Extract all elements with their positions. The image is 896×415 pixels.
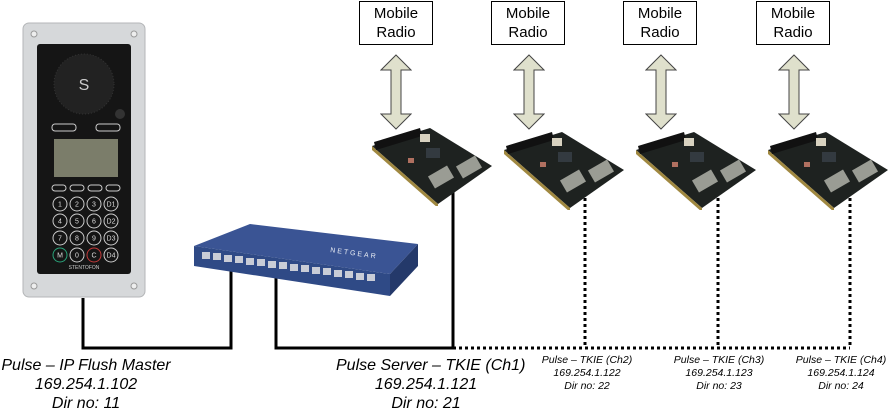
intercom-label: Pulse – IP Flush Master 169.254.1.102 Di… (0, 356, 172, 413)
device-ip: 169.254.1.102 (34, 376, 138, 393)
keypad-key-label: D3 (107, 236, 116, 243)
mobile-radio-label: Radio (508, 24, 548, 41)
keypad-key (86, 230, 102, 246)
tkie3-label: Pulse – TKIE (Ch3) 169.254.1.123 Dir no:… (664, 354, 774, 393)
device-dir: Dir no: 21 (391, 395, 461, 412)
intercom-device-icon: S 1 2 3 D1 4 5 6 D2 7 8 9 D3M 0 C D4 STENTOFON (22, 22, 146, 298)
keypad-key-label: D4 (107, 253, 116, 260)
tkie1-label: Pulse Server – TKIE (Ch1) 169.254.1.121 … (336, 356, 526, 413)
keypad-key (69, 247, 85, 263)
keypad-key (52, 247, 68, 263)
intercom-brand: STENTOFON (69, 265, 100, 271)
keypad-key-label: 4 (58, 219, 62, 226)
keypad-key-label: 7 (58, 236, 62, 243)
keypad-key (52, 213, 68, 229)
mobile-radio-label: Radio (376, 24, 416, 41)
device-ip: 169.254.1.123 (685, 367, 753, 379)
keypad-key (52, 230, 68, 246)
keypad-key-label: 3 (92, 202, 96, 209)
mobile-radio-label: Mobile (637, 5, 683, 22)
keypad-key (86, 213, 102, 229)
device-dir: Dir no: 22 (564, 380, 610, 392)
double-arrow-icon (778, 54, 810, 130)
device-ip: 169.254.1.121 (374, 376, 478, 393)
mobile-radio-label: Mobile (770, 5, 816, 22)
device-ip: 169.254.1.124 (807, 367, 875, 379)
device-ip: 169.254.1.122 (553, 367, 621, 379)
device-name: Pulse – TKIE (Ch3) (673, 354, 765, 366)
double-arrow-icon (380, 54, 412, 130)
keypad-key-label: 2 (75, 202, 79, 209)
tkie-board-icon (636, 132, 756, 210)
device-name: Pulse – IP Flush Master (1, 357, 171, 374)
double-arrow-icon (645, 54, 677, 130)
keypad-key-label: 0 (75, 253, 79, 260)
keypad-key-label: 1 (58, 202, 62, 209)
device-name: Pulse – TKIE (Ch2) (541, 354, 633, 366)
keypad-key (69, 230, 85, 246)
svg-text:S: S (79, 77, 90, 94)
keypad-key-label: 9 (92, 236, 96, 243)
keypad-key (103, 230, 119, 246)
double-arrow-icon (513, 54, 545, 130)
device-name: Pulse Server – TKIE (Ch1) (336, 357, 526, 374)
tkie-board-icon (372, 128, 492, 206)
tkie-board-icon (504, 132, 624, 210)
keypad-key (69, 196, 85, 212)
cable-switch-tkie1 (274, 190, 455, 350)
device-dir: Dir no: 24 (818, 380, 864, 392)
keypad-key (103, 196, 119, 212)
keypad-key-label: D2 (107, 219, 116, 226)
keypad-key-label: 5 (75, 219, 79, 226)
device-dir: Dir no: 23 (696, 380, 742, 392)
keypad-key-label: D1 (107, 202, 116, 209)
tkie-board-icon (768, 132, 888, 210)
mobile-radio-label: Mobile (505, 5, 551, 22)
device-dir: Dir no: 11 (51, 395, 121, 412)
keypad-key (86, 247, 102, 263)
device-name: Pulse – TKIE (Ch4) (795, 354, 887, 366)
mobile-radio-label: Radio (640, 24, 680, 41)
cable-intercom-switch (81, 262, 233, 350)
keypad-key (52, 196, 68, 212)
keypad-key (103, 213, 119, 229)
keypad-key-label: 8 (75, 236, 79, 243)
keypad-key (69, 213, 85, 229)
network-switch-icon: NETGEAR (194, 224, 418, 296)
mobile-radio-label: Mobile (373, 5, 419, 22)
mobile-radio-label: Radio (773, 24, 813, 41)
keypad-key (103, 247, 119, 263)
tkie2-label: Pulse – TKIE (Ch2) 169.254.1.122 Dir no:… (532, 354, 642, 393)
keypad-key-label: 6 (92, 219, 96, 226)
keypad-key-label: C (91, 253, 96, 260)
keypad-key-label: M (57, 253, 63, 260)
tkie4-label: Pulse – TKIE (Ch4) 169.254.1.124 Dir no:… (786, 354, 896, 393)
keypad-key (86, 196, 102, 212)
